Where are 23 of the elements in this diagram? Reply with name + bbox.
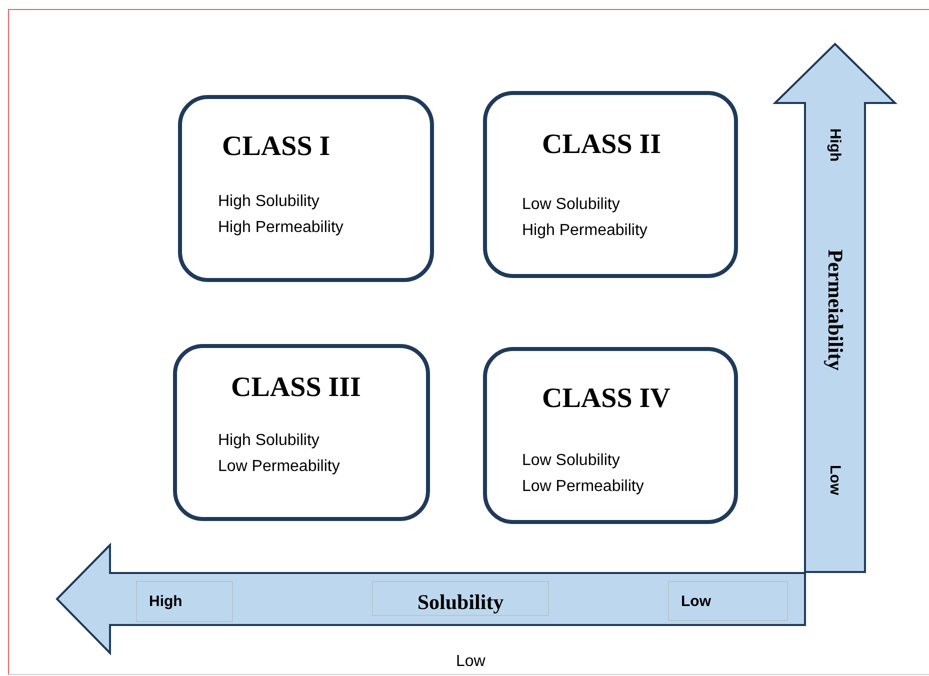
class-title: CLASS I — [222, 131, 330, 163]
class-box — [178, 95, 434, 282]
class-title: CLASS IV — [542, 383, 670, 415]
axis-title: Permeiability — [822, 249, 848, 371]
note-text: Low — [456, 653, 486, 671]
class-box — [483, 91, 738, 278]
property-text: Low Permeability — [522, 478, 644, 496]
scale-label: High — [136, 581, 233, 622]
class-box — [173, 344, 430, 521]
scale-label: Low — [826, 465, 844, 495]
axis-title: Solubility — [372, 581, 549, 616]
class-box — [483, 347, 738, 524]
class-title: CLASS II — [542, 129, 662, 161]
property-text: High Solubility — [218, 193, 320, 211]
property-text: Low Solubility — [522, 196, 620, 214]
property-text: High Solubility — [218, 432, 320, 450]
scale-label: High — [826, 128, 844, 162]
property-text: Low Solubility — [522, 452, 620, 470]
property-text: High Permeability — [218, 219, 344, 237]
scale-label: Low — [668, 581, 788, 621]
property-text: High Permeability — [522, 222, 648, 240]
class-title: CLASS III — [231, 372, 361, 404]
property-text: Low Permeability — [218, 458, 340, 476]
